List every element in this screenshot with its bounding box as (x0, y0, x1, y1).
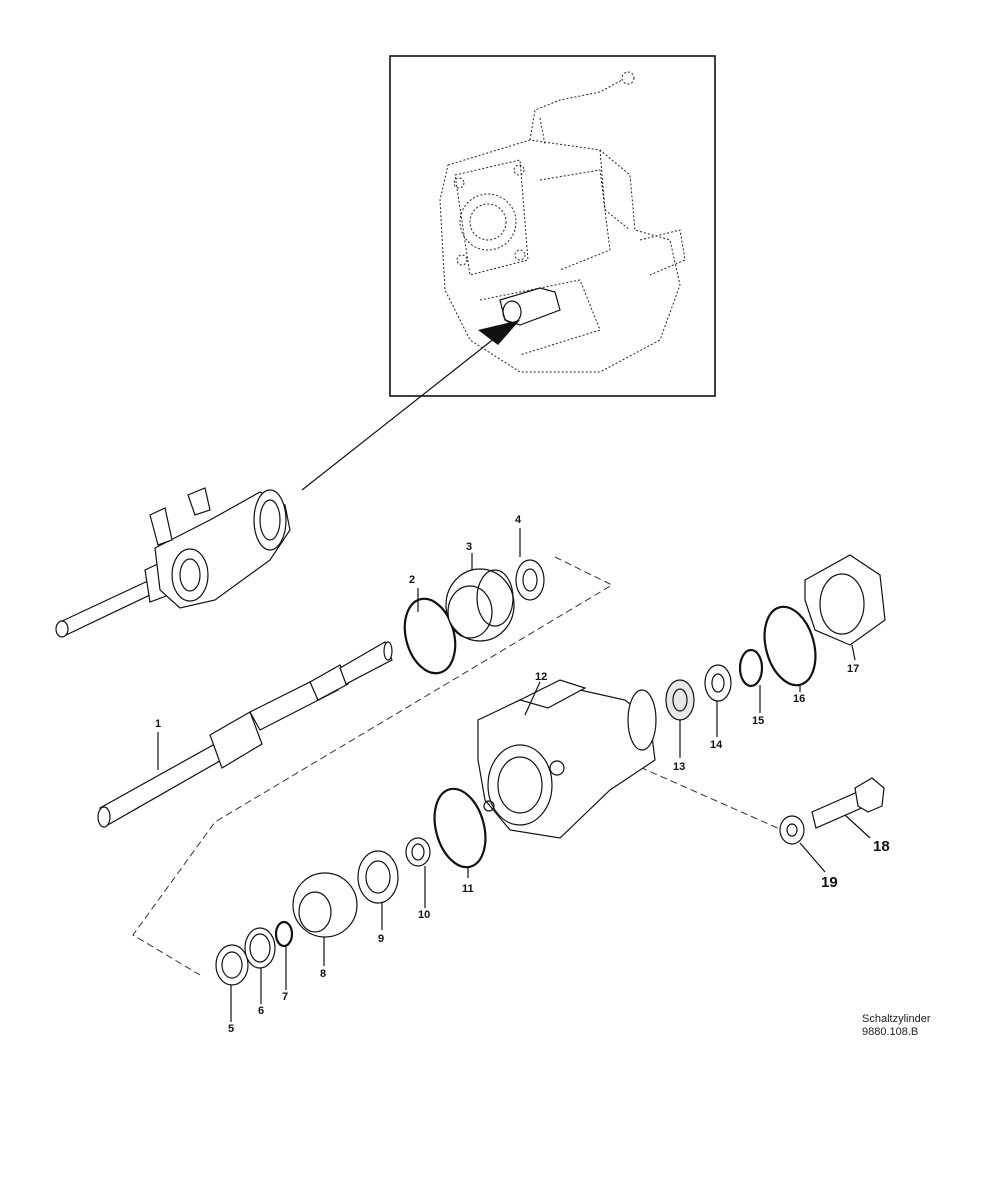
label-3: 3 (466, 541, 472, 553)
part-4-split-ring (515, 559, 545, 601)
part-19-washer (779, 815, 805, 845)
label-6: 6 (258, 1005, 264, 1017)
label-9: 9 (378, 933, 384, 945)
part-17-nut (804, 554, 886, 646)
part-12-cylinder-housing (477, 679, 657, 839)
assembled-shift-cylinder (55, 487, 291, 638)
inset-leader-line (301, 333, 501, 491)
label-8: 8 (320, 968, 326, 980)
caption-title: Schaltzylinder (862, 1013, 931, 1025)
part-11-o-ring (433, 787, 487, 869)
label-5: 5 (228, 1023, 234, 1035)
part-5-circlip (215, 944, 249, 986)
part-15-circlip (738, 648, 764, 688)
label-10: 10 (418, 909, 430, 921)
label-11: 11 (462, 883, 474, 895)
part-8-piston (292, 872, 358, 938)
part-6-ring (244, 927, 276, 969)
label-15: 15 (752, 715, 764, 727)
drawing-caption: Schaltzylinder 9880.108.B (862, 1013, 930, 1039)
label-16: 16 (793, 693, 805, 705)
part-18-bolt (811, 777, 885, 829)
label-7: 7 (282, 991, 288, 1003)
label-12: 12 (535, 671, 547, 683)
part-2-o-ring (403, 597, 457, 675)
part-3-piston (445, 568, 515, 642)
label-19: 19 (821, 874, 838, 891)
label-14: 14 (710, 739, 723, 751)
label-1: 1 (155, 718, 161, 730)
part-9-split-ring (357, 850, 399, 904)
caption-drawing-number: 9880.108.B (862, 1026, 919, 1038)
part-14-split-ring (704, 664, 732, 702)
part-13-seal (665, 679, 695, 721)
label-17: 17 (847, 663, 859, 675)
label-leaders (157, 528, 871, 1022)
part-1-shaft (97, 641, 393, 828)
label-13: 13 (673, 761, 685, 773)
label-4: 4 (515, 514, 522, 526)
label-2: 2 (409, 574, 415, 586)
part-7-o-ring (274, 920, 294, 948)
inset-gearbox-view (389, 55, 716, 397)
part-10-ring (405, 837, 431, 867)
label-18: 18 (873, 838, 890, 855)
part-number-labels: 1 2 3 4 5 6 7 8 9 10 11 12 13 14 15 16 1… (155, 514, 890, 1035)
